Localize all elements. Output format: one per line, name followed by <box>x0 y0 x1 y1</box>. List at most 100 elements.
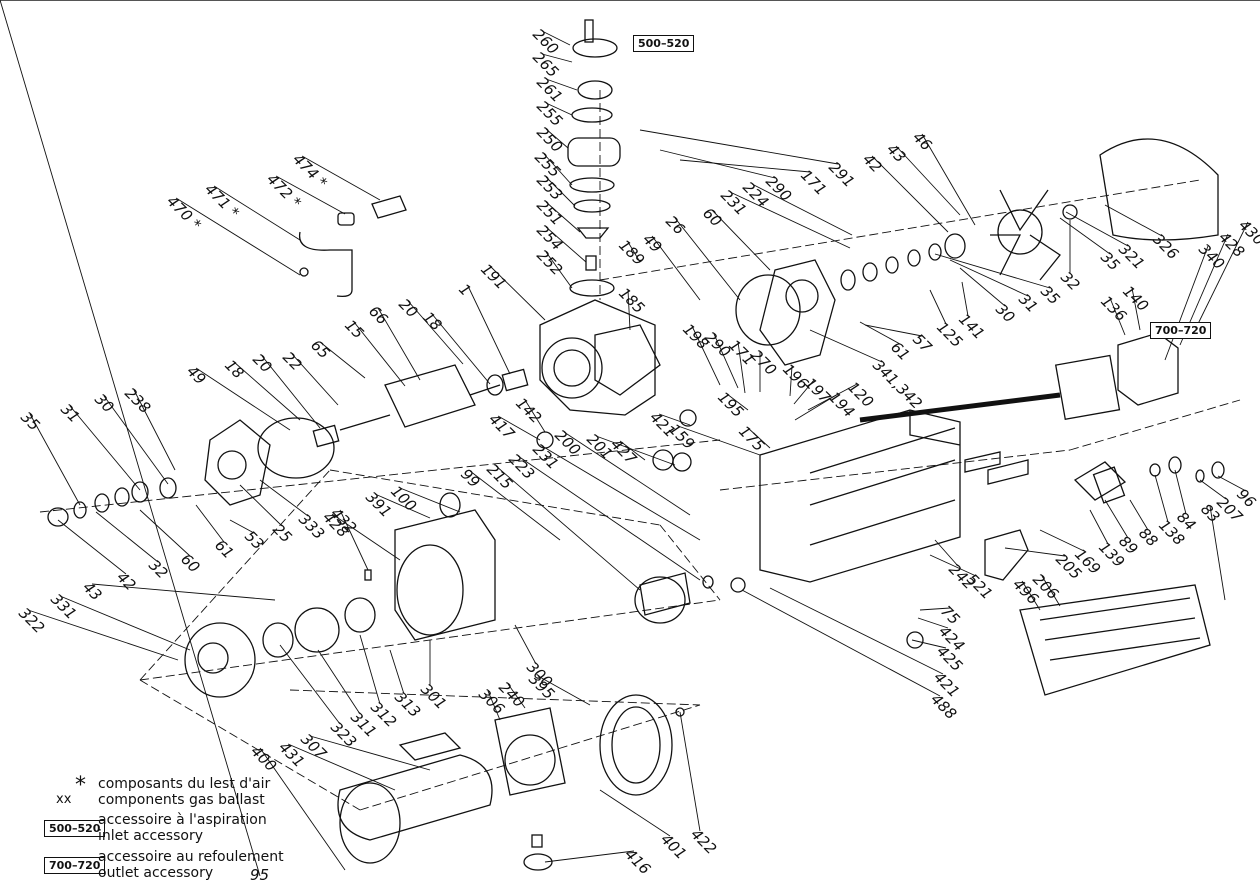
leader-line <box>949 259 1029 297</box>
leader-line <box>864 324 923 337</box>
leader-line <box>1154 474 1169 523</box>
leader-line <box>259 747 346 871</box>
callout-number: 142 <box>512 394 545 427</box>
callout-number: 255 <box>533 97 566 130</box>
leader-line <box>934 253 1051 289</box>
leader-line <box>317 649 361 715</box>
leader-line <box>627 241 641 263</box>
leader-line <box>917 617 949 629</box>
leader-line <box>517 455 701 581</box>
leader-line <box>497 415 541 441</box>
callout-number: 470 * <box>163 192 205 234</box>
callout-number: 195 <box>714 388 747 421</box>
leader-line <box>545 102 573 116</box>
leader-line <box>769 587 944 675</box>
leader-line <box>374 493 431 519</box>
leader-line <box>1065 211 1129 247</box>
leader-line <box>747 427 771 449</box>
callout-number: 26 <box>662 212 688 238</box>
leader-line <box>545 226 587 263</box>
leader-line <box>807 383 858 411</box>
rotor-and-shaft <box>204 364 529 506</box>
leader-line <box>537 675 591 706</box>
leader-line <box>487 690 501 721</box>
callout-number: 250 <box>533 123 566 156</box>
callout-number: 191 <box>477 260 510 293</box>
leader-line <box>275 175 346 215</box>
leader-line <box>911 639 947 649</box>
leader-line <box>751 183 853 236</box>
leader-line <box>353 321 406 387</box>
leader-line <box>595 435 676 466</box>
leader-line <box>1174 469 1187 515</box>
leader-line <box>919 607 951 611</box>
callout-number: 401 <box>657 830 690 863</box>
leader-line <box>545 78 578 91</box>
callout-number: 60 <box>699 204 725 230</box>
callout-number: 20 <box>395 295 421 321</box>
leader-line <box>489 265 546 321</box>
leader-line <box>469 470 561 541</box>
callout-number: 201 <box>583 430 616 463</box>
leader-line <box>545 201 581 233</box>
leader-line <box>377 307 421 381</box>
callout-number: 60 <box>177 550 203 576</box>
leader-line <box>659 149 776 179</box>
callout-number: 49 <box>183 362 209 388</box>
leader-line <box>279 644 341 725</box>
gas-ballast-parts <box>298 195 407 298</box>
leader-line <box>737 341 746 394</box>
leader-line <box>301 155 381 201</box>
leader-line <box>793 379 815 405</box>
leader-line <box>871 155 949 233</box>
leader-line <box>95 511 159 563</box>
assembly-axes <box>39 90 1241 811</box>
leader-line <box>789 365 793 397</box>
leader-line <box>233 361 301 421</box>
callout-number: 422 <box>687 825 720 858</box>
leader-line <box>1104 204 1163 237</box>
leader-line <box>1194 221 1249 331</box>
leader-line <box>467 285 511 375</box>
rear-cover-and-fan <box>735 138 1219 366</box>
leader-line <box>1059 217 1111 255</box>
callout-number: 416 <box>621 845 654 878</box>
leader-line <box>961 281 969 317</box>
leader-line <box>59 595 191 651</box>
leader-line <box>627 289 631 331</box>
leader-line <box>133 389 176 471</box>
leader-line <box>741 589 941 697</box>
callout-number: 321 <box>1115 240 1148 273</box>
leader-line <box>658 413 691 426</box>
leader-line <box>545 251 573 289</box>
leader-line <box>291 353 339 406</box>
leader-line <box>195 504 225 543</box>
leader-line <box>1089 509 1109 545</box>
leader-line <box>639 129 839 165</box>
exhaust-parts <box>984 456 1225 696</box>
leader-line <box>677 425 761 456</box>
outlet-accessory-tag: 700–720 <box>1150 322 1212 339</box>
legend-inlet-en: inlet accessory <box>98 828 203 844</box>
leader-line <box>541 445 701 541</box>
leader-line <box>229 519 255 534</box>
leader-line <box>929 554 977 577</box>
leader-line <box>619 440 646 461</box>
callout-number: 32 <box>145 556 171 582</box>
callout-number: 30 <box>992 300 1018 326</box>
callout-number: 474 * <box>289 150 331 192</box>
leader-line <box>651 235 701 301</box>
callout-number: 252 <box>533 246 566 279</box>
leader-line <box>545 176 576 207</box>
callout-number: 43 <box>79 578 105 604</box>
leader-line <box>57 519 127 575</box>
leader-line <box>91 583 276 601</box>
leader-line <box>69 405 141 491</box>
leader-line <box>139 509 191 557</box>
legend-asterisk: * <box>75 773 86 798</box>
leader-lines <box>0 0 1249 877</box>
callout-number: 417 <box>485 410 518 443</box>
legend-gas-ballast-en: components gas ballast <box>98 792 265 808</box>
callout-number: 18 <box>419 308 445 334</box>
legend-xx: xx <box>56 792 72 807</box>
